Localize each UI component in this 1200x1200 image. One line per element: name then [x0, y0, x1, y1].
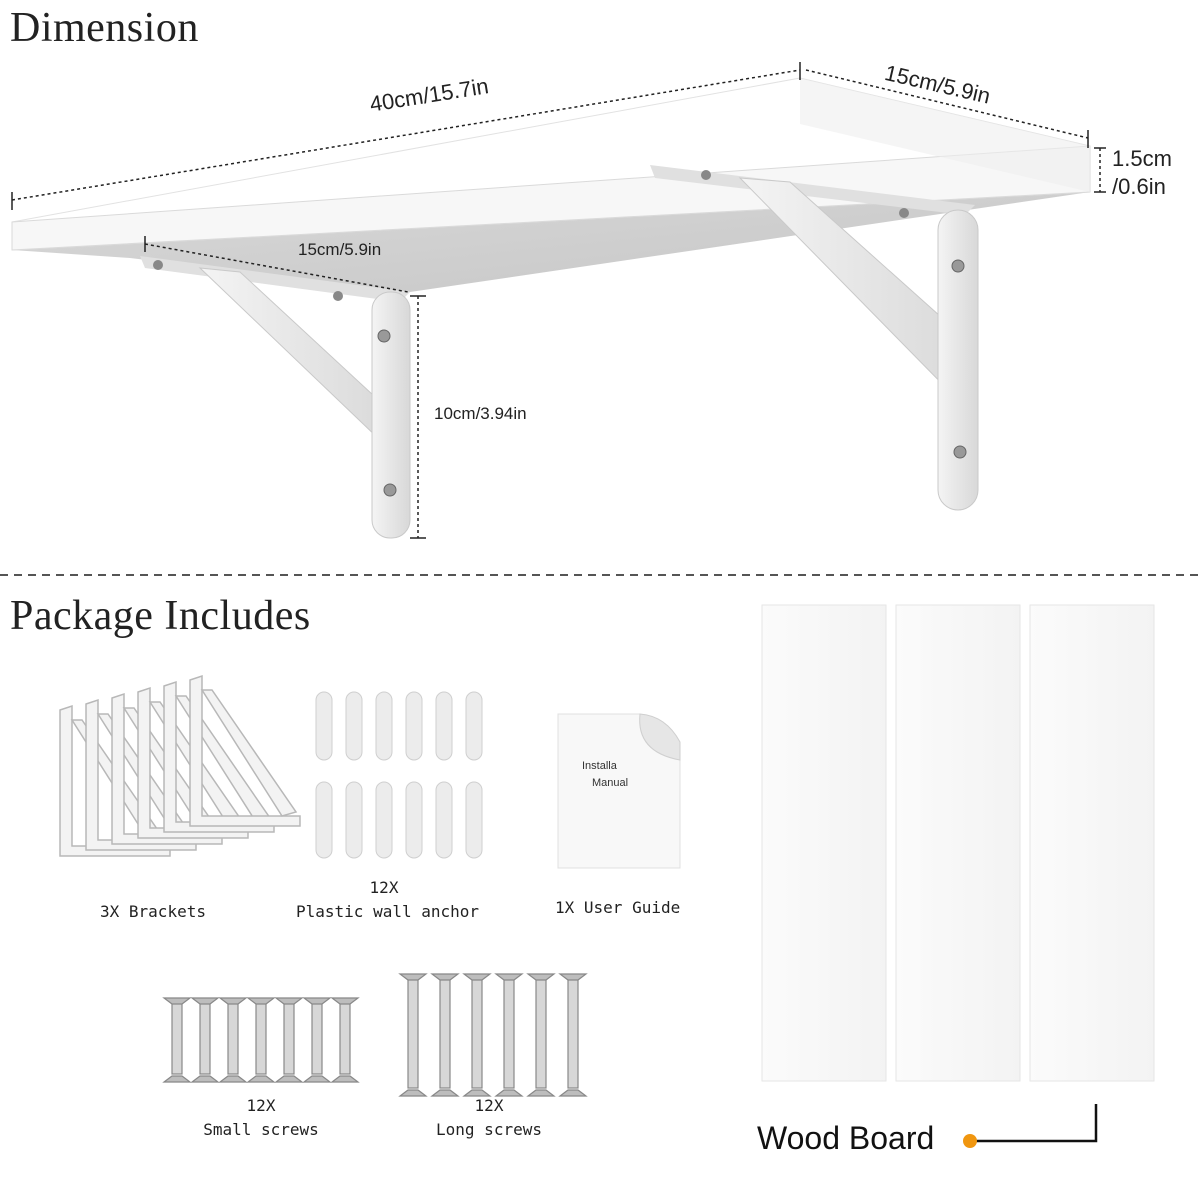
shelf-side [800, 78, 1090, 192]
guide-caption: 1X User Guide [555, 896, 680, 920]
right-bracket [650, 165, 979, 511]
long-screws-qty: 12X [474, 1096, 504, 1115]
manual-text-line2: Manual [592, 777, 629, 789]
brackets-caption: 3X Brackets [100, 900, 206, 924]
anchors-label: Plastic wall anchor [296, 902, 480, 921]
dimension-lines [11, 69, 1101, 538]
left-bracket [140, 256, 411, 539]
small-screws-caption: 12X Small screws [196, 1094, 326, 1142]
manual-text-line1: Installa [582, 760, 617, 772]
user-guide-sheet [557, 713, 681, 869]
long-screws-caption: 12X Long screws [424, 1094, 554, 1142]
small-screws-label: Small screws [203, 1120, 319, 1139]
wood-board-callout [963, 1104, 1098, 1148]
brackets-qty: 3X [100, 902, 120, 921]
small-screws [162, 997, 360, 1083]
dimension-ticks [11, 62, 1106, 539]
small-screws-qty: 12X [246, 1096, 276, 1115]
brackets-label: Brackets [128, 902, 206, 921]
anchors-caption: 12X Plastic wall anchor [296, 876, 480, 924]
wall-anchors [315, 691, 483, 859]
anchors-qty: 12X [369, 878, 399, 897]
bracket-height-label: 10cm/3.94in [434, 404, 527, 423]
guide-label: User Guide [583, 898, 681, 917]
bracket-arm-label: 15cm/5.9in [298, 240, 382, 259]
package-heading: Package Includes [10, 593, 311, 639]
wood-board-label: Wood Board [757, 1120, 935, 1156]
long-screws [398, 973, 588, 1097]
guide-qty: 1X [555, 898, 575, 917]
dimension-heading: Dimension [10, 5, 199, 51]
thickness-label-1: 1.5cm [1112, 146, 1172, 171]
thickness-label-2: /0.6in [1112, 174, 1166, 199]
wood-boards [761, 604, 1155, 1082]
long-screws-label: Long screws [436, 1120, 542, 1139]
brackets-stack [59, 674, 301, 857]
